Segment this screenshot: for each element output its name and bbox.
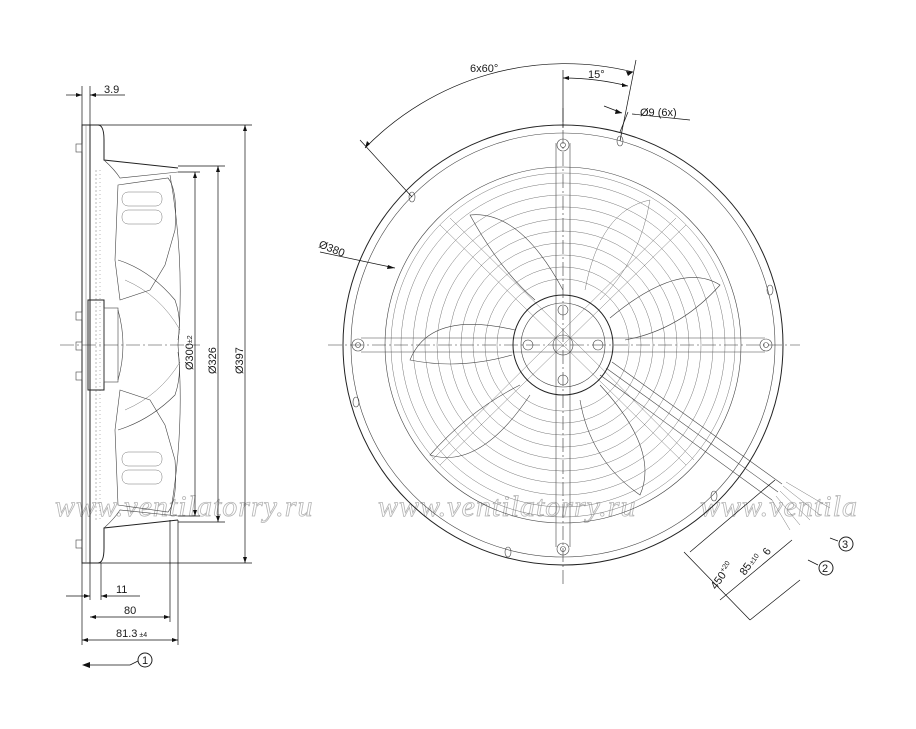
side-bottom-flange	[90, 519, 179, 564]
side-blade-upper	[114, 177, 176, 301]
cable-strip-85: 85±10	[738, 550, 762, 577]
side-view: 3.9 Ø300±2 Ø326 Ø397 11 80	[60, 84, 252, 668]
marker-2-circle	[818, 560, 834, 576]
dim-diameter-326: Ø326	[207, 347, 219, 374]
dim-diameter-300: Ø300±2	[184, 335, 196, 370]
pitch-label: 6x60°	[470, 63, 498, 75]
marker-3-circle	[838, 536, 854, 552]
dim-11: 11	[116, 584, 127, 596]
dim-diameter-397: Ø397	[234, 347, 246, 374]
side-screws	[75, 143, 83, 549]
marker-3-label: 3	[842, 539, 848, 551]
watermark-text-1: www.ventilatorry.ru	[55, 490, 313, 523]
airflow-marker-circle	[137, 652, 153, 668]
angle-label-15: 15°	[588, 69, 605, 81]
dim-flange-thickness: 3.9	[104, 84, 119, 96]
cable-length-450: 450+20	[709, 560, 736, 592]
front-cable-bundle	[599, 361, 831, 531]
airflow-marker-label: 1	[142, 655, 148, 667]
watermark-text-3: www.ventila	[700, 490, 858, 523]
pitch-arc	[364, 63, 634, 149]
front-view: 6x60° 15° Ø9 (6x) Ø380 450+20 85±10 6 2 …	[317, 59, 854, 621]
marker-2-label: 2	[822, 563, 828, 575]
front-mounting-holes	[352, 135, 774, 558]
dim-diameter-380: Ø380	[317, 239, 346, 260]
cable-end-6: 6	[761, 546, 774, 558]
dim-81-3: 81.3±4	[116, 628, 147, 640]
watermark-text-2: www.ventilatorry.ru	[378, 490, 636, 523]
side-top-flange	[90, 124, 179, 169]
hole-label: Ø9 (6x)	[640, 107, 677, 119]
dim-80: 80	[124, 605, 136, 617]
dia-380-leader	[319, 251, 396, 269]
watermark-layer: www.ventilatorry.ru www.ventilatorry.ru …	[55, 490, 858, 524]
